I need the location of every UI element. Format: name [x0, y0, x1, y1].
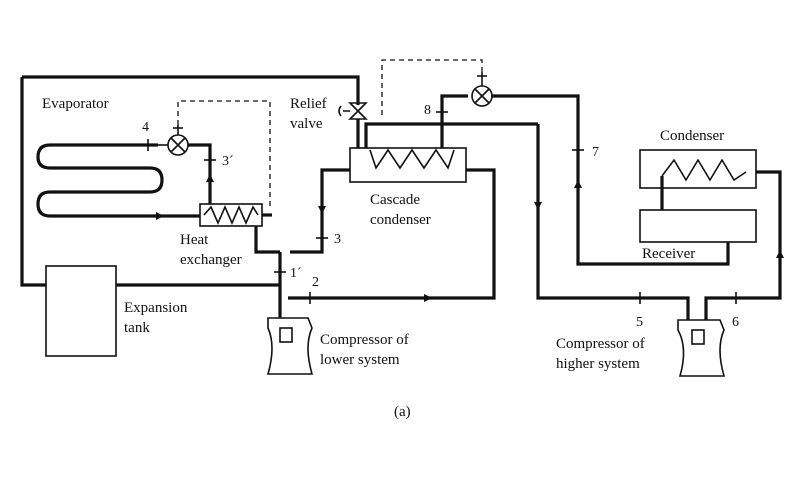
- state-point-7: 7: [592, 145, 599, 160]
- cascade-condenser-label-1: Cascade: [370, 192, 420, 208]
- state-point-1p: 1´: [290, 266, 302, 281]
- cascade-condenser-label-2: condenser: [370, 212, 431, 228]
- evaporator-label: Evaporator: [42, 96, 109, 112]
- compressor-higher: [677, 319, 726, 377]
- relief-valve-label-2: valve: [290, 116, 323, 132]
- compressor-higher-label-1: Compressor of: [556, 336, 645, 352]
- higher-evap-pipe: [440, 94, 468, 124]
- state-point-5: 5: [636, 315, 643, 330]
- lower-discharge-pipe: [288, 168, 496, 300]
- state-point-6: 6: [732, 315, 739, 330]
- compressor-lower-label-2: lower system: [320, 352, 400, 368]
- state-point-8: 8: [424, 103, 431, 118]
- receiver-label: Receiver: [642, 246, 695, 262]
- compressor-lower: [266, 317, 314, 375]
- expansion-tank-label-1: Expansion: [124, 300, 188, 316]
- compressor-lower-label-1: Compressor of: [320, 332, 409, 348]
- expansion-tank-label-2: tank: [124, 320, 150, 336]
- control-line-higher: [381, 59, 483, 118]
- condenser-label: Condenser: [660, 128, 724, 144]
- receiver: [639, 209, 757, 243]
- outer-loop-pipe: [20, 75, 360, 287]
- expansion-tank: [45, 265, 117, 357]
- control-line-lower: [177, 100, 271, 207]
- heat-exchanger-label-1: Heat: [180, 232, 209, 248]
- higher-liquid-pipe: [492, 94, 730, 266]
- higher-suction-pipe: [536, 124, 690, 330]
- higher-discharge-pipe: [704, 170, 782, 330]
- state-point-4: 4: [142, 120, 149, 135]
- state-point-ticks: [147, 111, 737, 304]
- compressor-higher-label-2: higher system: [556, 356, 640, 372]
- condenser: [639, 149, 757, 189]
- evaporator-coil: [36, 143, 200, 218]
- relief-valve: [348, 102, 368, 120]
- heat-exchanger-label-2: exchanger: [180, 252, 242, 268]
- state-point-2: 2: [312, 275, 319, 290]
- relief-valve-label-1: Relief: [290, 96, 327, 112]
- state-point-3: 3: [334, 232, 341, 247]
- liquid-line-3: [290, 168, 350, 254]
- caption-label: (a): [394, 404, 411, 420]
- state-point-3p: 3´: [222, 154, 234, 169]
